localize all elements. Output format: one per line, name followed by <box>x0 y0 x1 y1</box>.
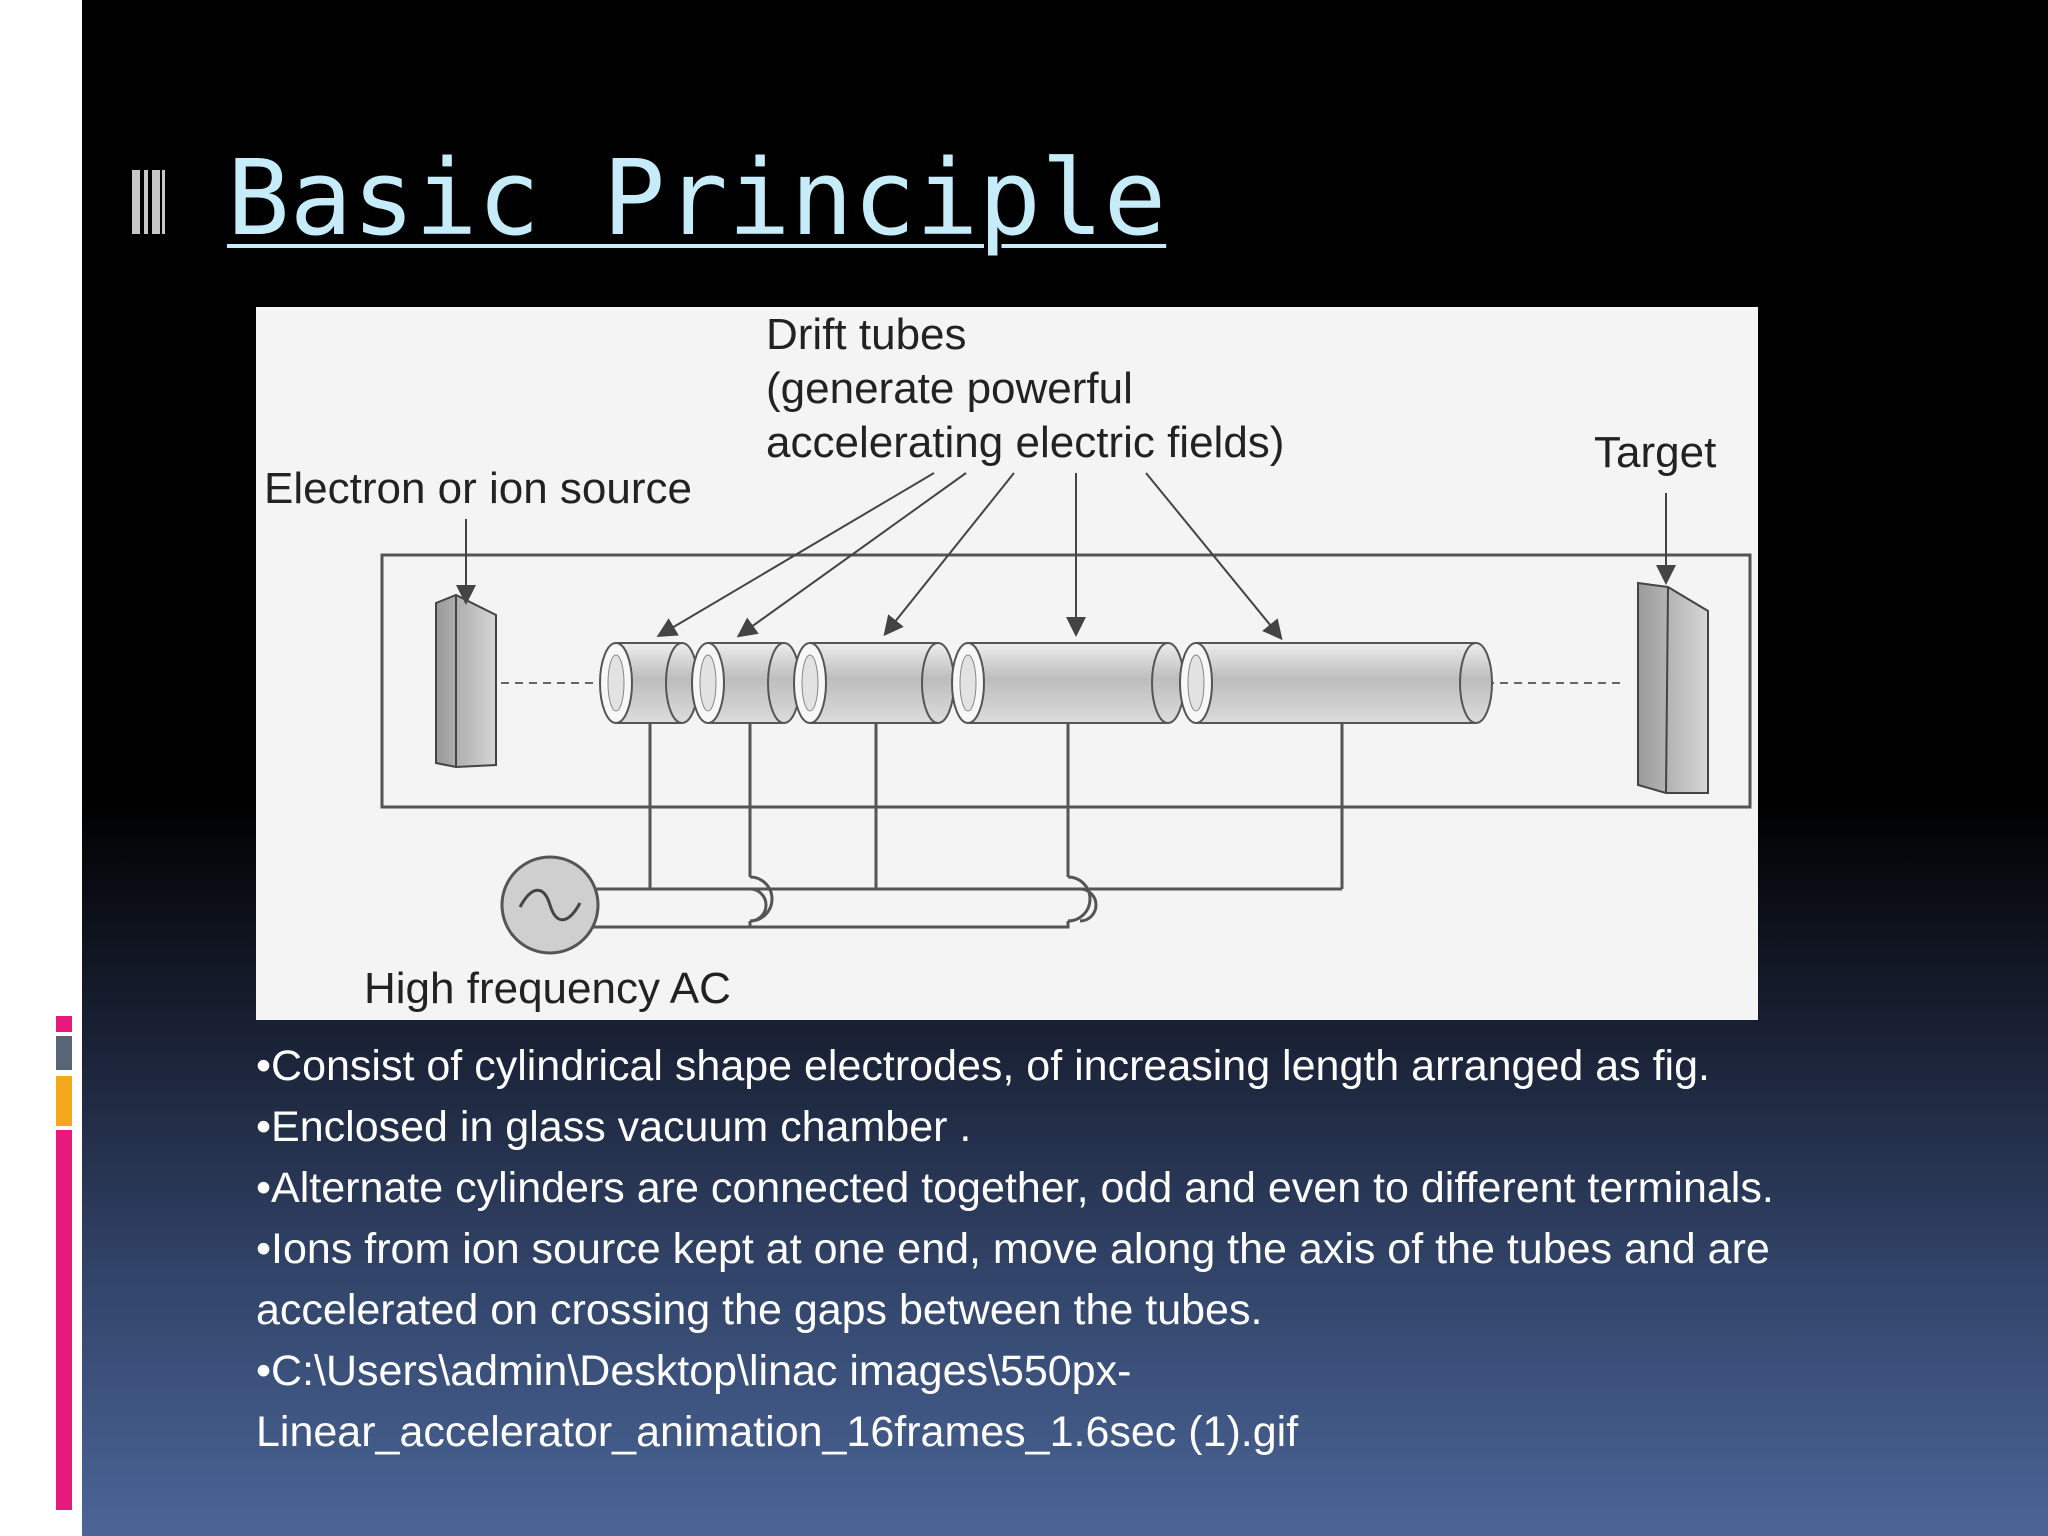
slide: Basic Principle <box>56 0 2048 1536</box>
vacuum-chamber <box>380 553 1752 809</box>
bullet-item: •Ions from ion source kept at one end, m… <box>256 1225 1770 1334</box>
bullet-list: •Consist of cylindrical shape electrodes… <box>256 1036 2048 1463</box>
label-drift-tubes-desc-2: accelerating electric fields) <box>766 418 1284 467</box>
wiring <box>590 723 1344 929</box>
drift-tube-5 <box>1179 642 1493 724</box>
accent-bar-slate <box>56 1036 72 1070</box>
accent-bar-pink-small <box>56 1016 72 1032</box>
linac-diagram: Drift tubes (generate powerful accelerat… <box>256 307 1758 1020</box>
accent-bar-pink-long <box>56 1130 72 1510</box>
label-drift-tubes-desc-1: (generate powerful <box>766 364 1133 413</box>
label-source: Electron or ion source <box>264 464 692 513</box>
drift-tube-3 <box>793 642 955 724</box>
bullet-item: •Consist of cylindrical shape electrodes… <box>256 1042 1710 1090</box>
pointer-arrows <box>456 472 1676 641</box>
bullet-item: •Alternate cylinders are connected toget… <box>256 1164 1774 1212</box>
bullet-item: •C:\Users\admin\Desktop\linac images\550… <box>256 1347 1299 1456</box>
accent-bar-orange <box>56 1076 72 1126</box>
label-drift-tubes: Drift tubes <box>766 310 967 359</box>
bullet-item: •Enclosed in glass vacuum chamber . <box>256 1103 972 1151</box>
drift-tube-1 <box>599 642 699 724</box>
ac-source-symbol <box>500 855 600 955</box>
target-block <box>1637 581 1709 794</box>
slide-title: Basic Principle <box>227 137 1167 259</box>
drift-tube-4 <box>951 642 1185 724</box>
label-target: Target <box>1594 428 1716 477</box>
label-ac: High frequency AC <box>364 964 731 1013</box>
drift-tube-2 <box>691 642 801 724</box>
source-block <box>435 593 497 769</box>
